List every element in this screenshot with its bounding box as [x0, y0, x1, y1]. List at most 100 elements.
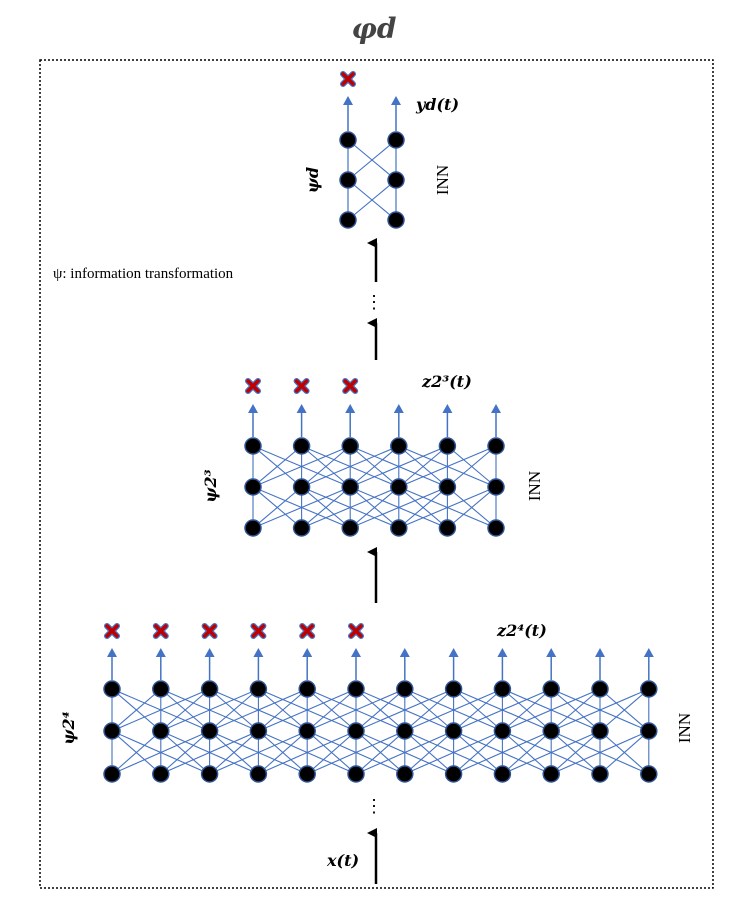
- network-edge: [301, 445, 400, 488]
- network-edge: [347, 179, 397, 221]
- network-edge: [301, 445, 351, 488]
- network-node: [249, 680, 268, 698]
- network-node: [640, 680, 658, 698]
- network-edge: [398, 486, 448, 529]
- network-node: [249, 765, 268, 783]
- network-node: [390, 478, 408, 496]
- network-node: [487, 437, 505, 455]
- output-arrowhead: [302, 648, 313, 657]
- network-node: [640, 722, 658, 740]
- network-edge: [258, 730, 357, 775]
- network-node: [387, 171, 405, 189]
- network-node: [438, 519, 457, 537]
- network-edge: [111, 730, 162, 775]
- network-node: [347, 722, 365, 740]
- network-node: [298, 765, 316, 783]
- network-edge: [599, 688, 650, 732]
- output-arrowhead: [491, 404, 501, 413]
- network-node: [390, 437, 408, 455]
- ellipsis-bottom: ⋮: [365, 796, 383, 817]
- network-node: [591, 722, 609, 740]
- network-edge: [453, 730, 552, 775]
- dropped-output-mark: [104, 623, 120, 639]
- output-arrowhead: [399, 648, 410, 657]
- dropped-output-mark: [340, 71, 356, 87]
- network-edge: [355, 730, 406, 775]
- diagram-title: φd: [352, 12, 397, 45]
- network-edge: [111, 688, 162, 732]
- network-edge: [447, 445, 497, 488]
- output-arrowhead: [595, 648, 605, 657]
- network-node: [339, 171, 357, 189]
- output-arrowhead: [204, 648, 215, 657]
- network-edge: [550, 688, 650, 732]
- network-node: [438, 437, 457, 455]
- network-node: [200, 722, 219, 740]
- network-edge: [306, 730, 357, 775]
- output-arrowhead: [448, 648, 459, 657]
- network-edge: [447, 486, 497, 529]
- output-arrowhead: [391, 96, 401, 105]
- network-node: [103, 680, 121, 698]
- network-edge: [502, 688, 601, 732]
- network-edge: [160, 730, 210, 775]
- network-node: [298, 680, 316, 698]
- network-node: [103, 765, 121, 783]
- network-edge: [209, 730, 308, 775]
- network-node: [640, 765, 658, 783]
- network-node: [200, 765, 219, 783]
- output-arrowhead: [546, 648, 557, 657]
- output-arrowhead: [643, 648, 654, 657]
- network-edge: [404, 688, 454, 732]
- legend-text: ψ: information transformation: [53, 266, 234, 282]
- network-node: [444, 765, 463, 783]
- network-edge: [398, 486, 497, 529]
- network-node: [387, 131, 405, 149]
- network-edge: [306, 730, 406, 775]
- network-edge: [160, 688, 210, 732]
- network-node: [347, 680, 365, 698]
- output-arrowhead: [253, 648, 264, 657]
- network-edge: [209, 730, 259, 775]
- network-node: [152, 680, 170, 698]
- output-arrowhead: [155, 648, 166, 657]
- network-edge: [550, 688, 601, 732]
- network-edge: [252, 445, 302, 488]
- network-node: [292, 478, 311, 496]
- network-edge: [258, 688, 357, 732]
- network-edge: [453, 688, 503, 732]
- network-node: [152, 765, 170, 783]
- network-edge: [349, 445, 448, 488]
- dropped-output-mark: [250, 623, 267, 639]
- network-node: [542, 765, 560, 783]
- network-node: [396, 765, 414, 783]
- top-inn-label: INN: [433, 165, 452, 195]
- dropped-output-mark: [293, 378, 310, 394]
- input-label: x(t): [326, 851, 359, 870]
- network-node: [487, 519, 505, 537]
- network-edge: [258, 730, 308, 775]
- network-node: [341, 478, 359, 496]
- network-node: [444, 722, 463, 740]
- network-edge: [301, 486, 400, 529]
- network-node: [200, 680, 219, 698]
- level-bottom-network: [103, 623, 658, 783]
- dropped-output-mark: [348, 623, 364, 639]
- network-edge: [355, 688, 454, 732]
- output-arrowhead: [345, 404, 356, 413]
- network-node: [103, 722, 121, 740]
- network-edge: [550, 730, 601, 775]
- network-node: [298, 722, 316, 740]
- middle-psi-label: ψ2³: [201, 469, 220, 502]
- dropped-output-mark: [152, 623, 169, 639]
- network-edge: [252, 486, 351, 529]
- network-edge: [398, 445, 448, 488]
- bottom-psi-label: ψ2⁴: [59, 711, 78, 744]
- network-node: [591, 680, 609, 698]
- network-node: [339, 211, 357, 229]
- network-node: [341, 519, 359, 537]
- output-arrowhead: [497, 648, 508, 657]
- network-node: [493, 722, 512, 740]
- dropped-output-mark: [299, 623, 316, 639]
